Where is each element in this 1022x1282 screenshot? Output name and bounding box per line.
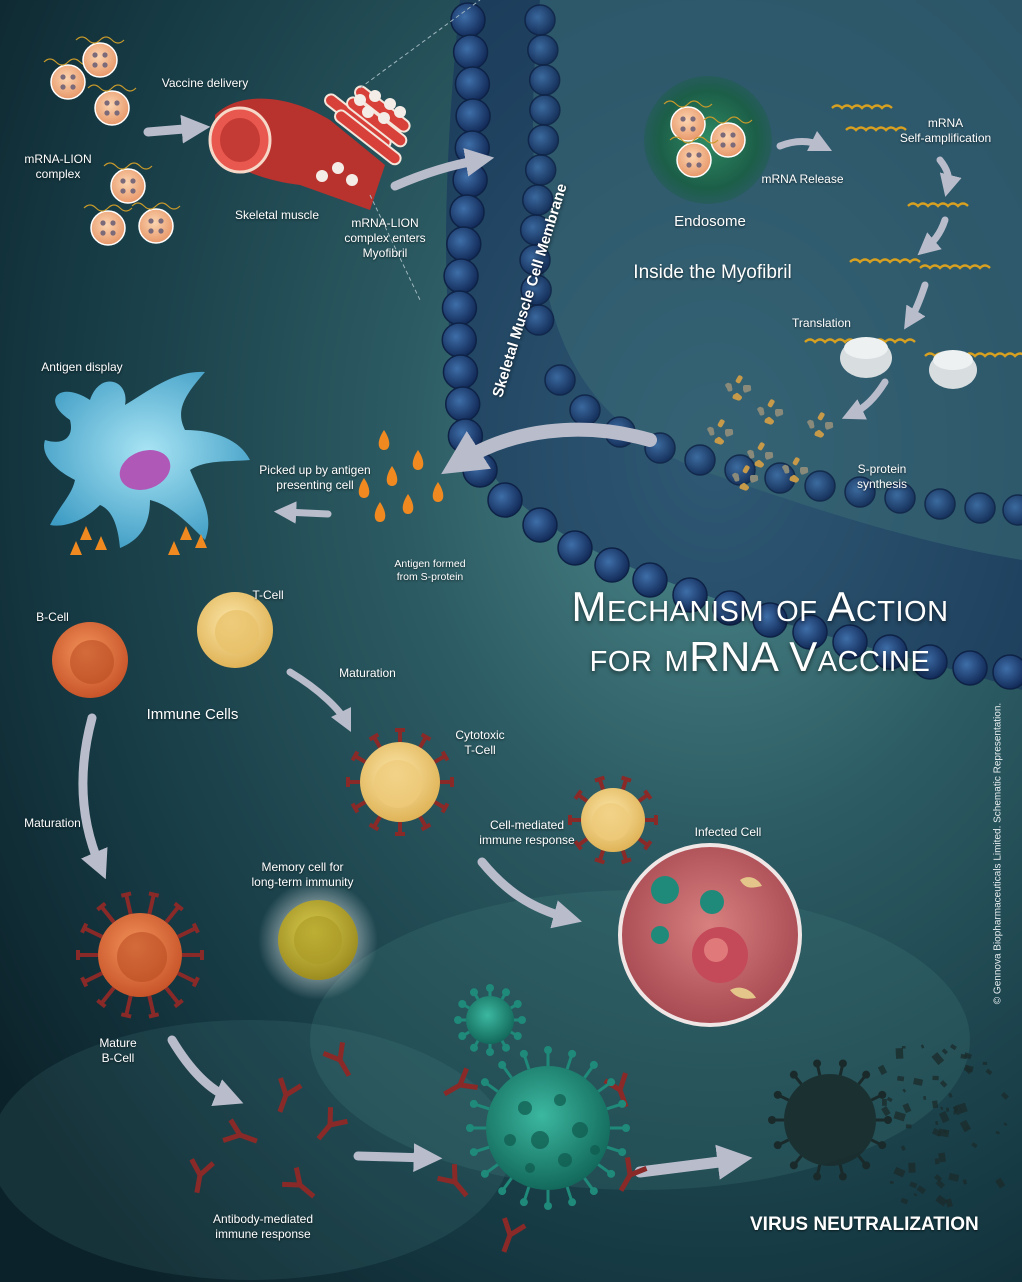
attacking-t-cell [568, 775, 658, 865]
copyright-notice: © Gennova Biopharmaceuticals Limited. Sc… [992, 702, 1004, 1005]
mrna-release-label: mRNA Release [761, 172, 844, 186]
antigen-formed-label: Antigen formed from S-protein [394, 558, 466, 583]
complex-enters-label: mRNA-LION complex enters Myofibril [344, 216, 426, 260]
translation-label: Translation [792, 316, 851, 330]
endosome-label: Endosome [674, 213, 746, 230]
maturation-t-label: Maturation [339, 666, 396, 680]
mature-b-cell-label: Mature B-Cell [99, 1036, 137, 1065]
antigen-drops [358, 430, 444, 522]
small-virus [454, 984, 526, 1056]
cytotoxic-t-cell [346, 728, 454, 836]
t-cell-label: T-Cell [252, 588, 284, 602]
antigen-presenting-cell [44, 371, 251, 555]
immune-cells-label: Immune Cells [146, 706, 239, 723]
self-amplification-label: mRNA Self-amplification [899, 116, 992, 145]
s-protein-clusters [707, 375, 834, 491]
process-arrows [78, 114, 962, 1180]
virus-neutralization-label: VIRUS NEUTRALIZATION [750, 1214, 979, 1235]
memory-cell-label: Memory cell for long-term immunity [251, 860, 354, 889]
mrna-lion-particles [43, 36, 753, 246]
s-protein-synthesis-label: S-protein synthesis [856, 462, 908, 491]
antibody-mediated-label: Antibody-mediated immune response [212, 1212, 314, 1241]
infected-cell [618, 843, 802, 1027]
mrna-lion-complex-label: mRNA-LION complex [24, 152, 92, 181]
skeletal-muscle-label: Skeletal muscle [234, 208, 320, 222]
ribosome-icon [840, 337, 977, 389]
picked-up-label: Picked up by antigen presenting cell [259, 463, 371, 492]
endosome [644, 76, 772, 204]
cell-mediated-label: Cell-mediated immune response [479, 818, 575, 847]
cytotoxic-t-cell-label: Cytotoxic T-Cell [455, 728, 505, 757]
title-line-1: Mechanism of Action [571, 583, 949, 630]
maturation-b-label: Maturation [24, 816, 81, 830]
antibodies [189, 1042, 648, 1253]
antigen-display-label: Antigen display [41, 360, 123, 374]
b-cell-label: B-Cell [36, 610, 69, 624]
virus-fragments [768, 1043, 1009, 1208]
inside-myofibril-label: Inside the Myofibril [633, 262, 792, 283]
title-line-2: for mRNA Vaccine [589, 633, 931, 680]
infected-cell-label: Infected Cell [694, 825, 762, 839]
page-title: Mechanism of Action for mRNA Vaccine [560, 582, 960, 682]
mature-b-cell [76, 891, 204, 1019]
skeletal-muscle-icon [208, 85, 411, 210]
virus [466, 1046, 630, 1210]
vaccine-delivery-label: Vaccine delivery [161, 76, 249, 90]
